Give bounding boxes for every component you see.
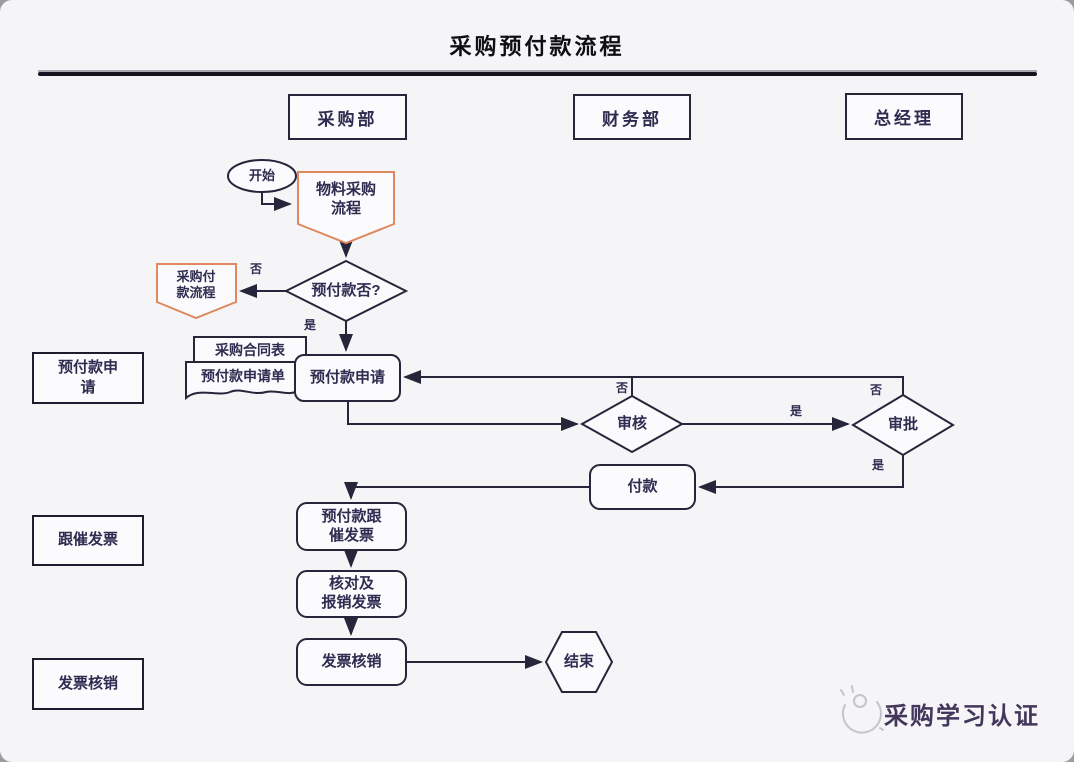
lane-label-invoice-writeoff: 发票核销 (32, 658, 144, 710)
watermark-text: 采购学习认证 (884, 702, 1040, 730)
prepay-decision-diamond (283, 259, 409, 323)
edge-pay-to-follow-invoice (344, 482, 590, 500)
column-header-general-manager: 总经理 (845, 93, 963, 140)
material-process-pentagon (297, 171, 395, 245)
invoice-writeoff-box (296, 638, 407, 686)
title-divider (38, 72, 1037, 76)
column-header-purchasing: 采购部 (288, 94, 407, 140)
check-reimburse-invoice-box (296, 570, 407, 618)
prepay-application-document-shape (185, 361, 301, 401)
watermark-logo-icon (840, 685, 884, 734)
prepay-application-box (294, 354, 401, 402)
lane-label-follow-invoice: 跟催发票 (32, 515, 144, 566)
edge-approve-yes-to-pay (698, 455, 904, 494)
edge-start-to-material (261, 192, 292, 211)
page-title: 采购预付款流程 (449, 34, 625, 59)
start-oval (227, 159, 297, 193)
end-hexagon (544, 631, 614, 693)
review-diamond (579, 394, 685, 454)
title-divider-highlight (38, 70, 1037, 72)
pay-box (589, 464, 696, 510)
prepay-follow-invoice-box (296, 502, 407, 551)
edge-application-to-review (347, 401, 579, 431)
edge-reject-feedback-to-application (403, 370, 904, 395)
approve-diamond (851, 393, 955, 457)
column-header-finance: 财务部 (573, 94, 691, 140)
purchase-payment-process-pentagon (156, 263, 237, 320)
lane-label-prepay-apply: 预付款申 请 (32, 352, 144, 404)
